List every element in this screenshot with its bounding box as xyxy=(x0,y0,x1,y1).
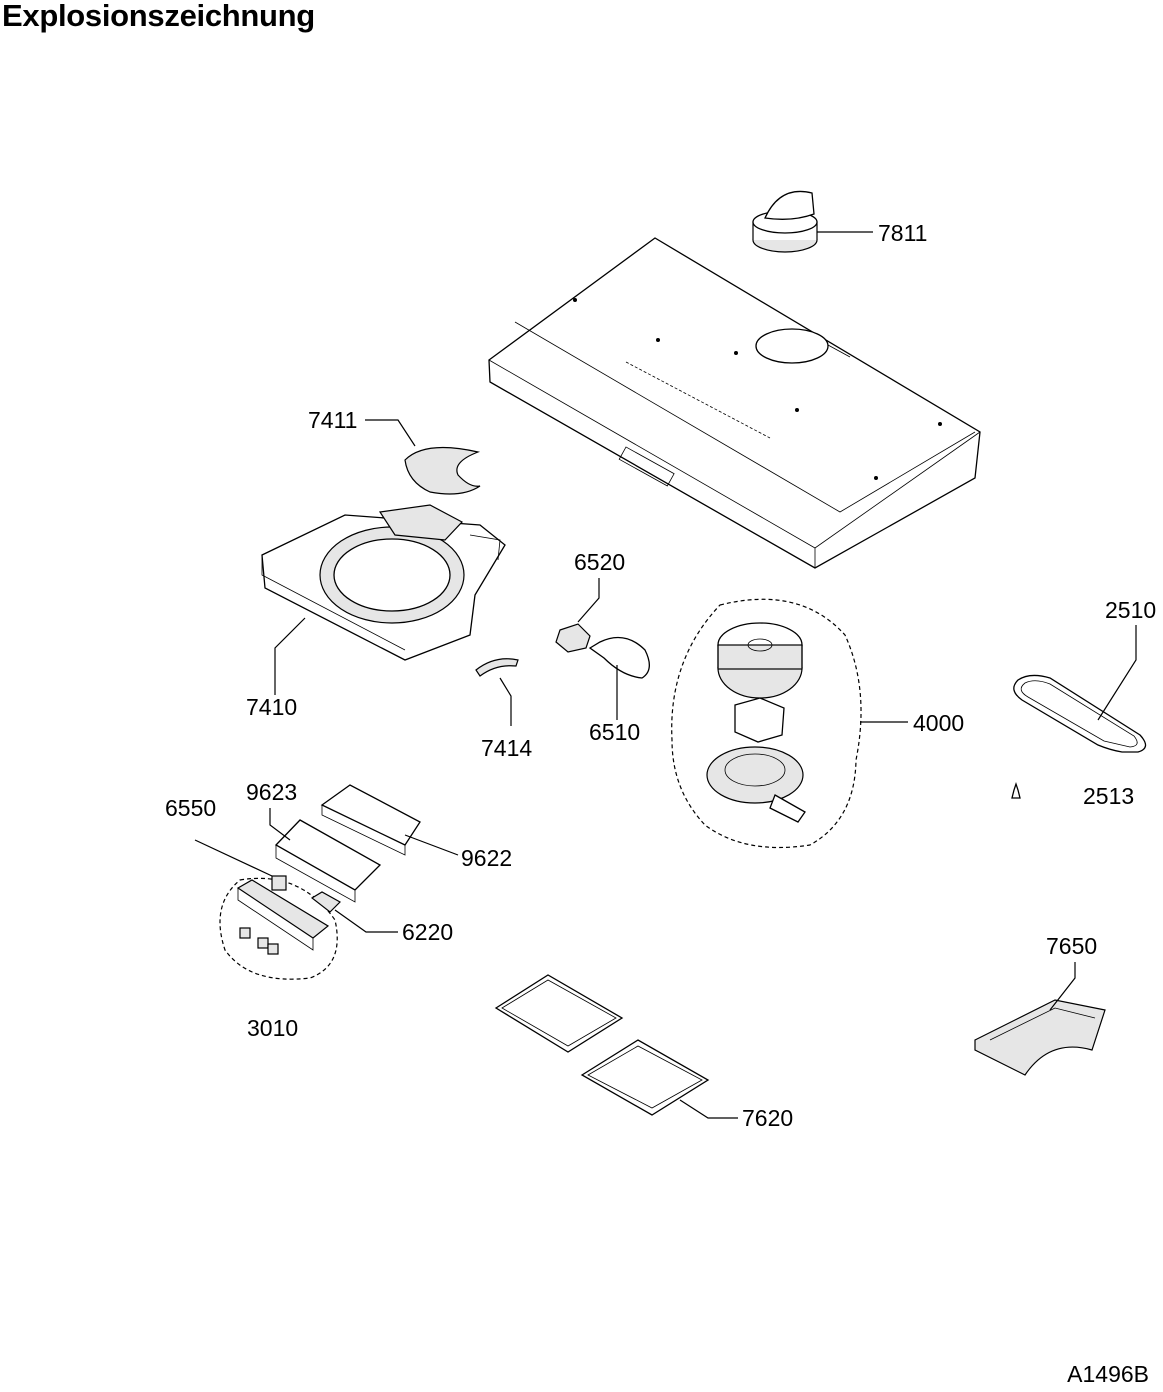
page-title: Explosionszeichnung xyxy=(2,0,315,33)
part-7410-blower-housing xyxy=(261,504,506,661)
part-6510-bulb xyxy=(588,636,650,679)
label-7410: 7410 xyxy=(246,694,297,720)
part-3010-control-panel xyxy=(219,877,338,980)
part-6550-switch xyxy=(271,875,287,891)
part-7620-grease-filters xyxy=(494,974,710,1116)
label-3010: 3010 xyxy=(247,1015,298,1041)
leader-lines xyxy=(194,231,1137,1119)
part-9623-module xyxy=(274,819,382,903)
part-2510-gasket xyxy=(1013,674,1147,753)
label-6550: 6550 xyxy=(165,795,216,821)
label-6220: 6220 xyxy=(402,919,453,945)
part-hood-body xyxy=(488,237,981,569)
label-9622: 9622 xyxy=(461,845,512,871)
label-7414: 7414 xyxy=(481,735,532,761)
part-2513-screw xyxy=(1011,781,1021,799)
label-7811: 7811 xyxy=(878,220,927,246)
part-6520-lamp-holder xyxy=(555,623,591,653)
drawing-id: A1496B xyxy=(1067,1361,1149,1387)
label-7411: 7411 xyxy=(308,407,357,433)
part-4000-motor-assembly xyxy=(671,598,862,849)
label-7650: 7650 xyxy=(1046,933,1097,959)
part-7414-clip xyxy=(475,658,519,677)
part-7650-flange xyxy=(974,999,1106,1076)
label-2510: 2510 xyxy=(1105,597,1156,623)
part-6220-switch xyxy=(310,891,341,913)
part-7411-cover xyxy=(404,446,481,495)
label-2513: 2513 xyxy=(1083,783,1134,809)
part-7811-outlet-collar xyxy=(752,190,818,253)
label-7620: 7620 xyxy=(742,1105,793,1131)
label-9623: 9623 xyxy=(246,779,297,805)
part-9622-control-cover xyxy=(320,784,421,856)
label-4000: 4000 xyxy=(913,710,964,736)
label-6510: 6510 xyxy=(589,719,640,745)
label-6520: 6520 xyxy=(574,549,625,575)
